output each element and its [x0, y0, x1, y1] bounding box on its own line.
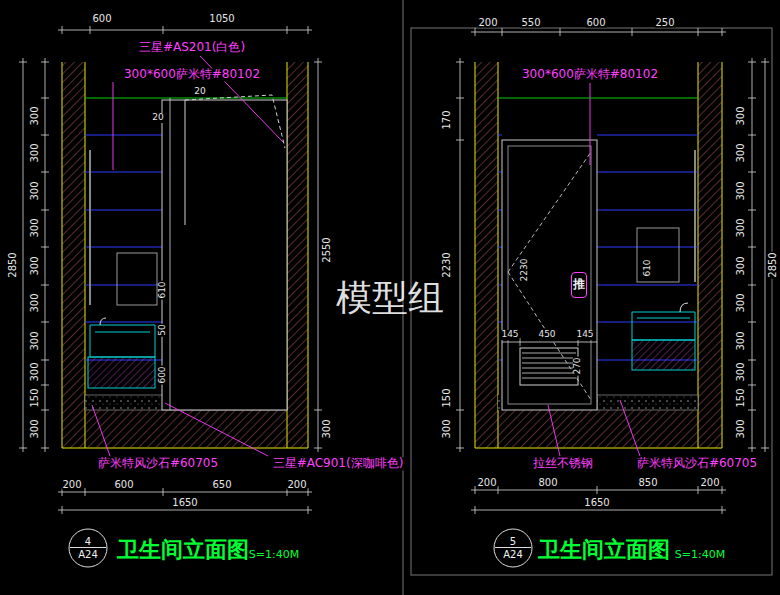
dimension-text: 1650	[171, 497, 198, 508]
dimension-text: 2850	[7, 251, 18, 278]
material-callout: 三星#AS201(白色)	[138, 41, 246, 54]
material-callout: 300*600萨米特#80102	[123, 68, 261, 81]
dimension-text: 2550	[321, 236, 332, 263]
dimension-text: 600	[91, 13, 112, 24]
dimension-text: 270	[573, 356, 583, 375]
material-callout: 三星#AC901(深咖啡色)	[272, 457, 405, 470]
dimension-text: 20	[193, 87, 206, 97]
sign-text: 推	[573, 278, 585, 291]
dimension-text: 200	[61, 479, 82, 490]
dimension-text: 300	[735, 217, 746, 238]
dimension-text: 300	[735, 255, 746, 276]
dimension-text: 145	[500, 330, 519, 340]
material-callout: 300*600萨米特#80102	[521, 68, 659, 81]
reference-number: 4	[85, 536, 91, 547]
dimension-text: 150	[735, 387, 746, 408]
dimension-text: 300	[441, 418, 452, 439]
drawing-title: S=1:40M	[674, 549, 726, 561]
reference-number: A24	[495, 547, 531, 560]
dimension-text: 2850	[767, 251, 778, 278]
dimension-text: 600	[585, 17, 606, 28]
dimension-text: 450	[537, 330, 556, 340]
dimension-text: 200	[477, 17, 498, 28]
dimension-text: 300	[29, 105, 40, 126]
dimension-text: 300	[321, 418, 332, 439]
dimension-text: 300	[29, 418, 40, 439]
dimension-text: 300	[29, 217, 40, 238]
detail-reference-circle: 5A24	[495, 530, 531, 566]
dimension-text: 300	[29, 361, 40, 382]
dimension-text: 250	[654, 17, 675, 28]
dimension-text: 1650	[583, 497, 610, 508]
dimension-text: 300	[735, 142, 746, 163]
dimension-text: 300	[29, 292, 40, 313]
drawing-title: S=1:40M	[248, 549, 300, 561]
dimension-text: 145	[575, 330, 594, 340]
push-sign-box: 推	[571, 272, 587, 298]
dimension-text: 600	[113, 479, 134, 490]
dimension-text: 20	[151, 113, 164, 123]
watermark: 模型组	[335, 278, 445, 318]
dimension-text: 300	[735, 330, 746, 351]
dimension-text: 300	[29, 180, 40, 201]
dimension-text: 300	[735, 292, 746, 313]
dimension-text: 300	[735, 180, 746, 201]
dimension-text: 800	[537, 477, 558, 488]
dimension-text: 2230	[441, 251, 452, 278]
dimension-text: 200	[476, 477, 497, 488]
dimension-text: 300	[29, 255, 40, 276]
dimension-text: 50	[158, 323, 168, 336]
reference-number: 5	[510, 536, 516, 547]
dimension-text: 300	[29, 330, 40, 351]
dimension-text: 150	[441, 387, 452, 408]
dimension-text: 2230	[520, 258, 530, 283]
material-callout: 萨米特风沙石#60705	[97, 457, 219, 470]
material-callout: 萨米特风沙石#60705	[636, 457, 758, 470]
drawing-title: 卫生间立面图	[116, 538, 250, 562]
dimension-text: 200	[286, 479, 307, 490]
reference-number: A24	[70, 547, 106, 560]
material-callout: 拉丝不锈钢	[532, 457, 594, 470]
detail-reference-circle: 4A24	[70, 530, 106, 566]
dimension-text: 200	[699, 477, 720, 488]
dimension-text: 150	[29, 387, 40, 408]
dimension-text: 300	[735, 361, 746, 382]
dimension-text: 850	[637, 477, 658, 488]
dimension-text: 300	[735, 418, 746, 439]
dimension-text: 1050	[208, 13, 235, 24]
dimension-text: 650	[211, 479, 232, 490]
dimension-text: 610	[158, 280, 168, 299]
dimension-text: 300	[735, 105, 746, 126]
dimension-text: 600	[158, 365, 168, 384]
dimension-text: 300	[29, 142, 40, 163]
dimension-text: 170	[441, 109, 452, 130]
dimension-text: 610	[643, 258, 653, 277]
dimension-text: 550	[520, 17, 541, 28]
drawing-title: 卫生间立面图	[537, 538, 671, 562]
